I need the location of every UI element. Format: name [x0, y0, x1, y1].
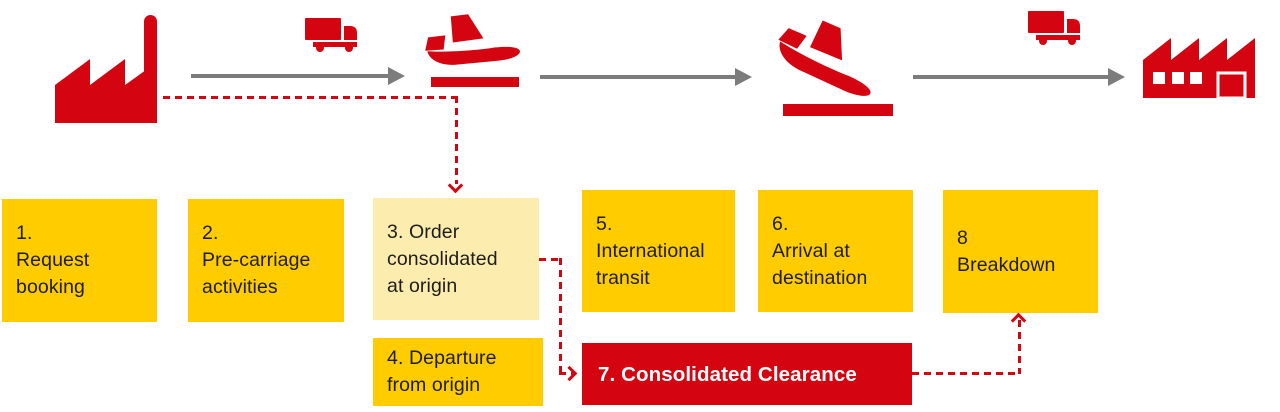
warehouse-destination-icon [1143, 30, 1256, 98]
step-7-box: 7. Consolidated Clearance [582, 343, 912, 405]
step-line: Arrival at [772, 239, 850, 262]
step-line: consolidated [387, 247, 498, 270]
dashed-connector-factory-to-step3 [455, 96, 458, 184]
step-1-box: 1. Request booking [2, 199, 157, 322]
step-8-box: 8 Breakdown [943, 190, 1098, 313]
flow-arrow [540, 68, 752, 86]
step-line: Request [16, 249, 90, 271]
step-line: 5. [596, 212, 613, 235]
dashed-connector-step3-to-step7 [539, 258, 562, 261]
step-2-box: 2. Pre-carriage activities [188, 199, 344, 322]
dashed-connector-step7-to-step8 [1018, 320, 1021, 374]
dashed-arrowhead-up-icon [1010, 312, 1027, 329]
step-line: International [596, 239, 705, 262]
step-line: activities [202, 276, 278, 298]
step-line: 3. Order [387, 220, 460, 243]
runway-bar [783, 104, 893, 116]
step-line: 8 [957, 226, 968, 249]
factory-origin-icon [55, 15, 161, 123]
step-4-box: 4. Departure from origin [373, 338, 543, 406]
dashed-connector-step7-to-step8 [912, 372, 1020, 375]
step-line: 1. [16, 222, 33, 244]
step-line: destination [772, 266, 868, 289]
step-3-box: 3. Order consolidated at origin [373, 198, 539, 320]
step-line: 6. [772, 212, 789, 235]
runway-bar [431, 77, 519, 87]
step-line: 7. Consolidated Clearance [598, 362, 857, 386]
step-line: 2. [202, 222, 219, 244]
step-line: 4. Departure [387, 347, 497, 369]
dashed-connector-factory-to-step3 [163, 96, 457, 99]
step-line: transit [596, 266, 650, 289]
flow-arrow [913, 68, 1125, 86]
step-line: Pre-carriage [202, 249, 311, 271]
flow-arrow [191, 67, 405, 85]
plane-takeoff-icon [419, 2, 525, 78]
dashed-connector-step3-to-step7 [559, 372, 575, 375]
plane-landing-icon [769, 10, 891, 102]
dashed-connector-step3-to-step7 [559, 258, 562, 374]
step-line: from origin [387, 374, 481, 396]
step-5-box: 5. International transit [582, 190, 735, 312]
step-line: booking [16, 276, 86, 298]
step-6-box: 6. Arrival at destination [758, 190, 913, 312]
truck-icon [305, 16, 358, 53]
dashed-arrowhead-right-icon [561, 365, 578, 382]
dashed-arrowhead-down-icon [447, 177, 464, 194]
truck-icon [1028, 9, 1081, 46]
step-line: Breakdown [957, 253, 1056, 276]
step-line: at origin [387, 274, 458, 297]
